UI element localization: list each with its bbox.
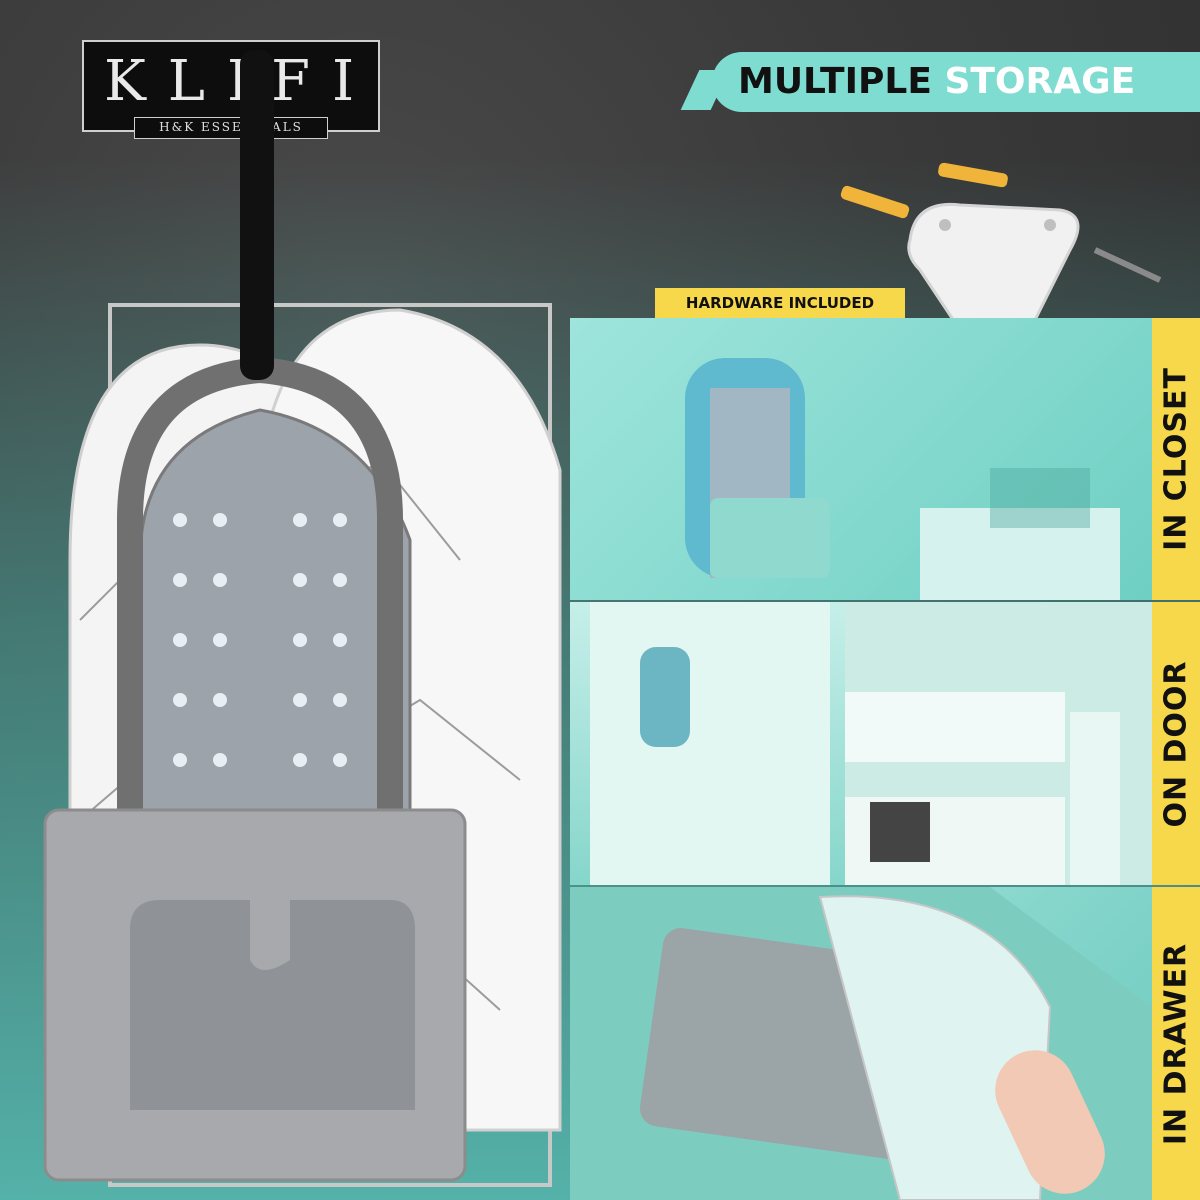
drawer-scene [570,887,1152,1200]
brand-name: KLIFI [84,50,378,114]
label-in-closet: IN CLOSET [1152,318,1200,600]
closet-photo [570,318,1152,600]
kitchen-scene [590,602,1152,885]
label-in-closet-text: IN CLOSET [1158,367,1194,551]
label-in-drawer: IN DRAWER [1152,887,1200,1200]
page-title: MULTIPLE STORAGE [738,58,1135,106]
hardware-included-badge: HARDWARE INCLUDED [655,288,905,318]
drawer-photo [570,887,1152,1200]
wall-anchor-icon [840,162,1008,219]
title-part1: MULTIPLE [738,61,945,102]
brand-logo: KLIFI H&K ESSENTIALS [82,40,380,139]
closet-scene [685,358,1120,600]
label-on-door-text: ON DOOR [1158,659,1194,828]
title-banner [712,52,1200,112]
ironing-board-image [43,50,562,1187]
label-on-door: ON DOOR [1152,602,1200,885]
label-in-drawer-text: IN DRAWER [1158,942,1194,1145]
door-photo [570,602,1152,885]
title-part2: STORAGE [944,61,1136,102]
